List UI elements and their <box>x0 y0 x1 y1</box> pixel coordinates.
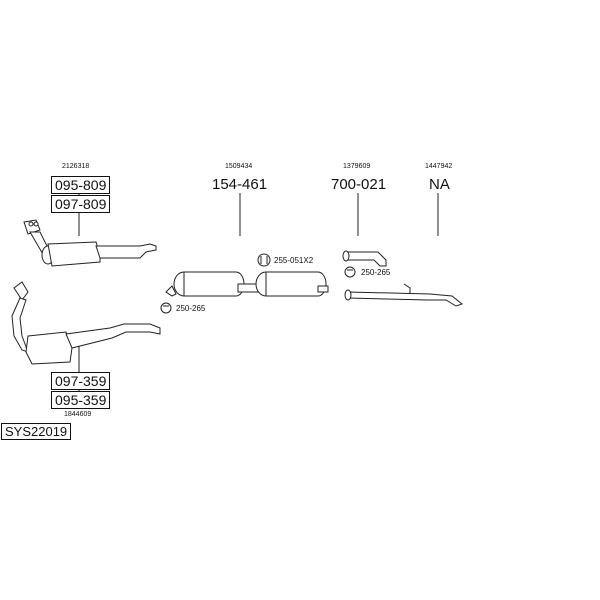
middle-silencer <box>165 271 329 297</box>
ref-number-1379609: 1379609 <box>343 163 371 170</box>
part-number-097-359[interactable]: 097-359 <box>51 372 111 390</box>
connecting-pipe <box>342 250 387 267</box>
part-number-095-359[interactable]: 095-359 <box>51 391 111 409</box>
tail-pipe <box>344 283 464 307</box>
system-code: SYS22019 <box>1 423 72 440</box>
catalyst-front-pipe-upper <box>23 219 157 267</box>
part-number-na[interactable]: NA <box>429 176 450 193</box>
clamp-250-265-left <box>160 302 172 314</box>
clamp-label-250-265-left: 250-265 <box>176 304 206 313</box>
ref-number-1844609: 1844609 <box>64 411 92 418</box>
part-number-154-461[interactable]: 154-461 <box>212 176 268 193</box>
ref-number-1509434: 1509434 <box>225 163 253 170</box>
clamp-255-051x2 <box>257 253 271 267</box>
clamp-label-250-265-right: 250-265 <box>361 268 391 277</box>
part-number-097-809[interactable]: 097-809 <box>51 195 111 213</box>
part-number-095-809[interactable]: 095-809 <box>51 176 111 194</box>
clamp-label-255-051x2: 255-051X2 <box>274 256 314 265</box>
clamp-250-265-right <box>344 266 356 278</box>
catalyst-front-pipe-lower <box>11 281 161 365</box>
part-number-700-021[interactable]: 700-021 <box>331 176 387 193</box>
ref-number-1447942: 1447942 <box>425 163 453 170</box>
ref-number-2126318: 2126318 <box>62 163 90 170</box>
